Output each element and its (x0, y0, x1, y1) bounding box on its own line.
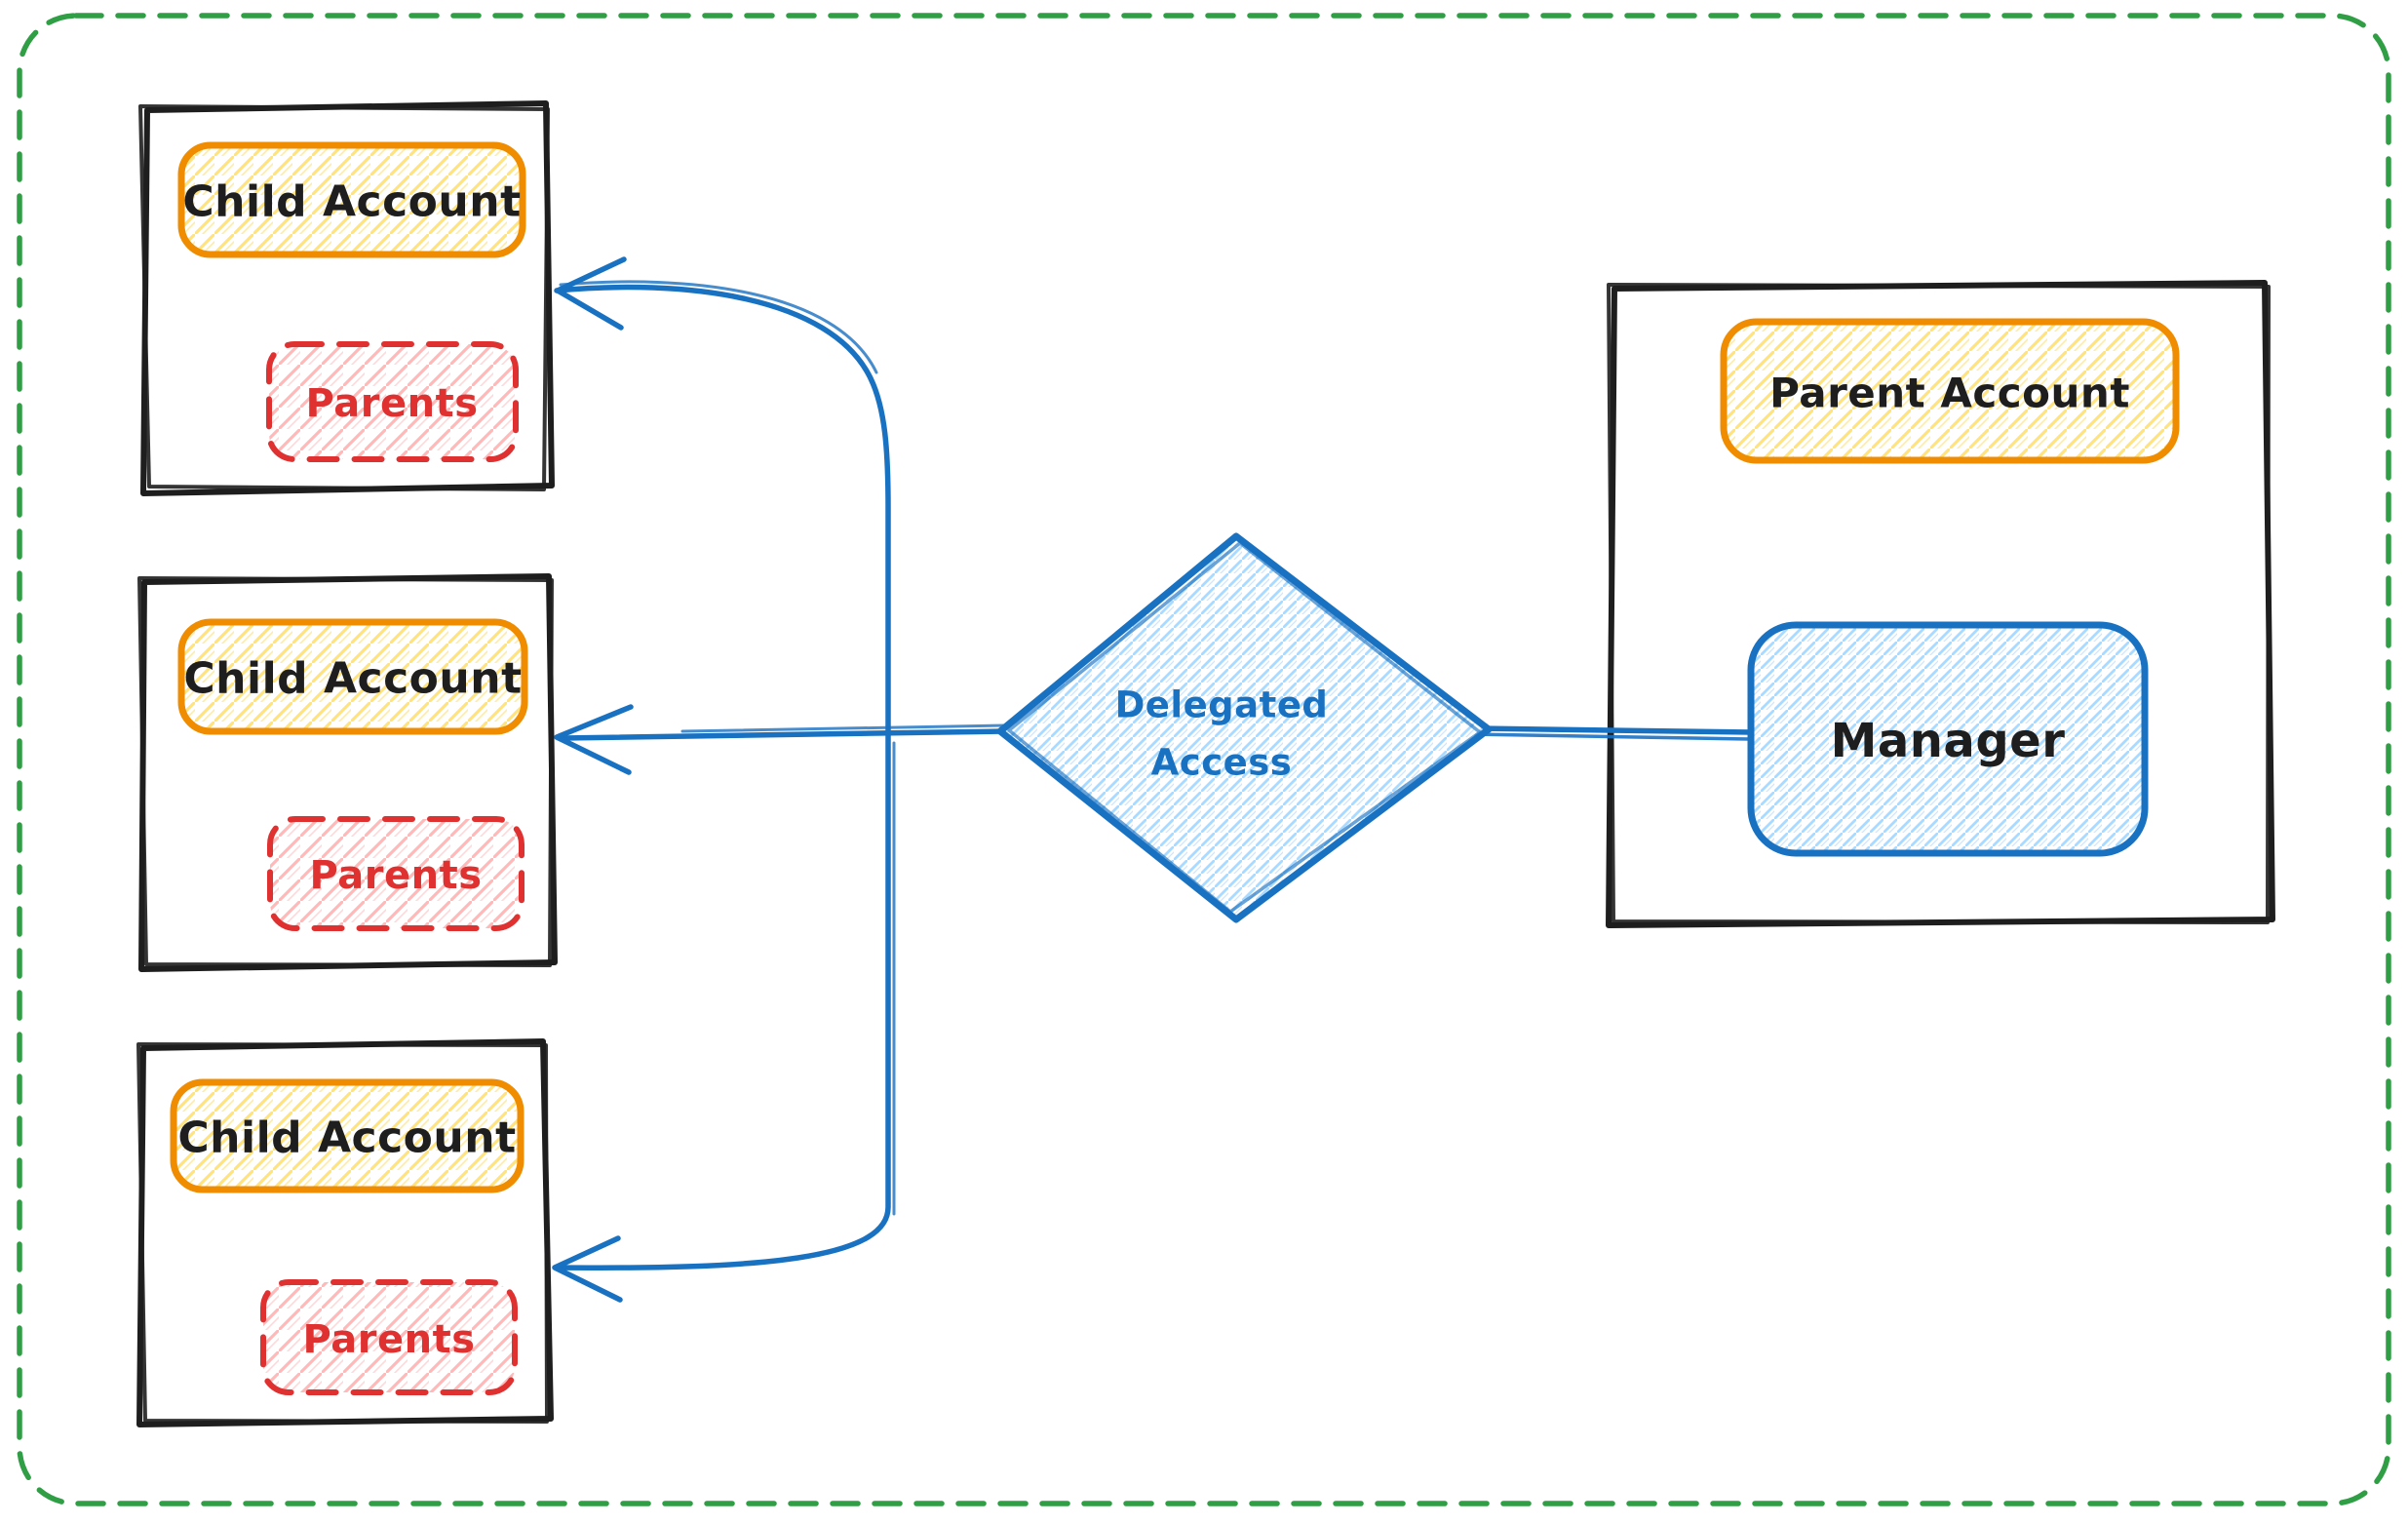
child-account-node-3: Child Account Parents (136, 1038, 554, 1427)
arrowhead-child-3 (552, 1235, 623, 1303)
child-account-pill-1 (177, 141, 526, 258)
child-account-pill-2 (177, 618, 528, 735)
manager-box (1747, 621, 2149, 857)
child-account-node-1: Child Account Parents (138, 100, 555, 496)
connectors (552, 256, 1755, 1303)
connector-diamond-to-manager (1471, 725, 1755, 735)
parents-box-1 (266, 341, 519, 462)
arrow-trunk-to-children (553, 284, 891, 1270)
parents-label-1: Parents (306, 381, 479, 426)
parent-account-box-sketch-stroke (1607, 283, 2271, 924)
child-account-box-2-sketch-stroke (137, 576, 554, 967)
canvas-border (17, 13, 2391, 1506)
decision-diamond (996, 532, 1493, 923)
decision-label-line2: Access (1151, 742, 1293, 784)
decision-node: Delegated Access (996, 532, 1493, 923)
arrow-to-child-2-sketch-stroke (680, 723, 1006, 733)
child-account-box-1-sketch-stroke (138, 104, 550, 491)
manager-label: Manager (1831, 714, 2066, 768)
arrow-trunk-sketch-stroke-top (559, 280, 878, 374)
parent-account-pill (1720, 318, 2180, 464)
decision-label-line1: Delegated (1115, 684, 1329, 726)
parent-account-label: Parent Account (1769, 370, 2130, 417)
manager-node: Manager (1747, 621, 2149, 857)
parents-box-3 (260, 1279, 518, 1395)
parents-box-2 (267, 816, 524, 931)
decision-diamond-sketch-stroke (1007, 541, 1482, 914)
arrowhead-child-2 (554, 704, 634, 775)
parents-label-2: Parents (310, 853, 483, 898)
arrowhead-child-1 (555, 256, 627, 331)
child-account-pill-3 (170, 1078, 524, 1193)
child-account-label-3: Child Account (177, 1114, 516, 1163)
arrow-to-child-2 (560, 728, 1007, 741)
parents-label-3: Parents (303, 1317, 476, 1362)
connector-diamond-to-manager-sketch-stroke (1472, 732, 1752, 741)
child-account-node-2: Child Account Parents (137, 573, 558, 972)
child-account-label-2: Child Account (183, 654, 522, 704)
child-account-box-3-sketch-stroke (136, 1042, 549, 1424)
child-account-label-1: Child Account (182, 177, 521, 227)
